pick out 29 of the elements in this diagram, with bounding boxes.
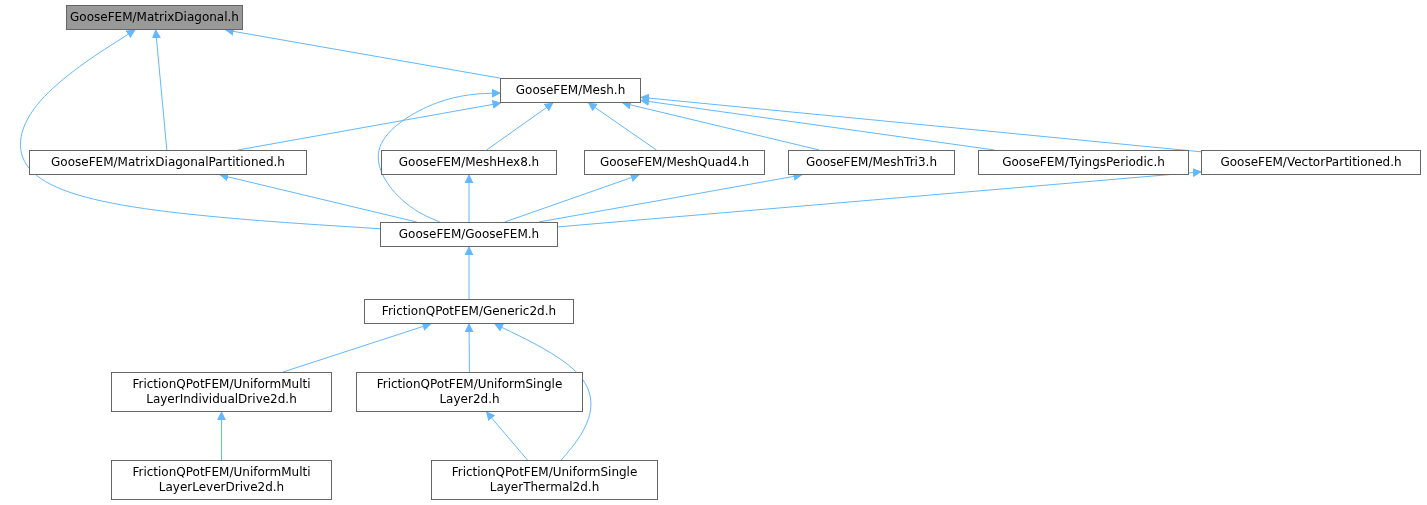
file-box: GooseFEM/MeshTri3.h bbox=[788, 150, 955, 175]
arrow bbox=[486, 102, 554, 151]
file-box: GooseFEM/MeshHex8.h bbox=[381, 150, 557, 175]
file-box: GooseFEM/MatrixDiagonalPartitioned.h bbox=[29, 150, 307, 175]
file-box: FrictionQPotFEM/Generic2d.h bbox=[364, 299, 574, 324]
file-box: GooseFEM/MeshQuad4.h bbox=[584, 150, 765, 175]
arrow bbox=[464, 174, 474, 223]
arrow bbox=[464, 323, 474, 373]
highlighted-file-box: GooseFEM/MatrixDiagonal.h bbox=[66, 5, 243, 30]
file-box: GooseFEM/VectorPartitioned.h bbox=[1201, 150, 1421, 175]
file-box: FrictionQPotFEM/UniformSingle Layer2d.h bbox=[356, 372, 583, 412]
arrow bbox=[494, 323, 592, 461]
arrow bbox=[282, 322, 432, 373]
arrow bbox=[151, 29, 168, 151]
arrow bbox=[19, 29, 381, 230]
file-box: GooseFEM/TyingsPeriodic.h bbox=[978, 150, 1189, 175]
arrow bbox=[217, 411, 226, 461]
file-box: FrictionQPotFEM/UniformMulti LayerLeverDrive2d.h bbox=[111, 460, 332, 500]
file-box: GooseFEM/GooseFEM.h bbox=[380, 222, 558, 247]
arrow bbox=[587, 102, 657, 151]
file-box: FrictionQPotFEM/UniformMulti LayerIndividualDrive2d.h bbox=[111, 372, 332, 412]
arrow bbox=[485, 411, 528, 461]
file-box: GooseFEM/Mesh.h bbox=[500, 78, 641, 103]
arrow bbox=[640, 93, 1202, 153]
arrow bbox=[504, 173, 640, 223]
arrow bbox=[377, 88, 501, 223]
arrow bbox=[464, 246, 474, 300]
file-box: FrictionQPotFEM/UniformSingle LayerThermal2d.h bbox=[431, 460, 658, 500]
arrow bbox=[557, 168, 1202, 228]
